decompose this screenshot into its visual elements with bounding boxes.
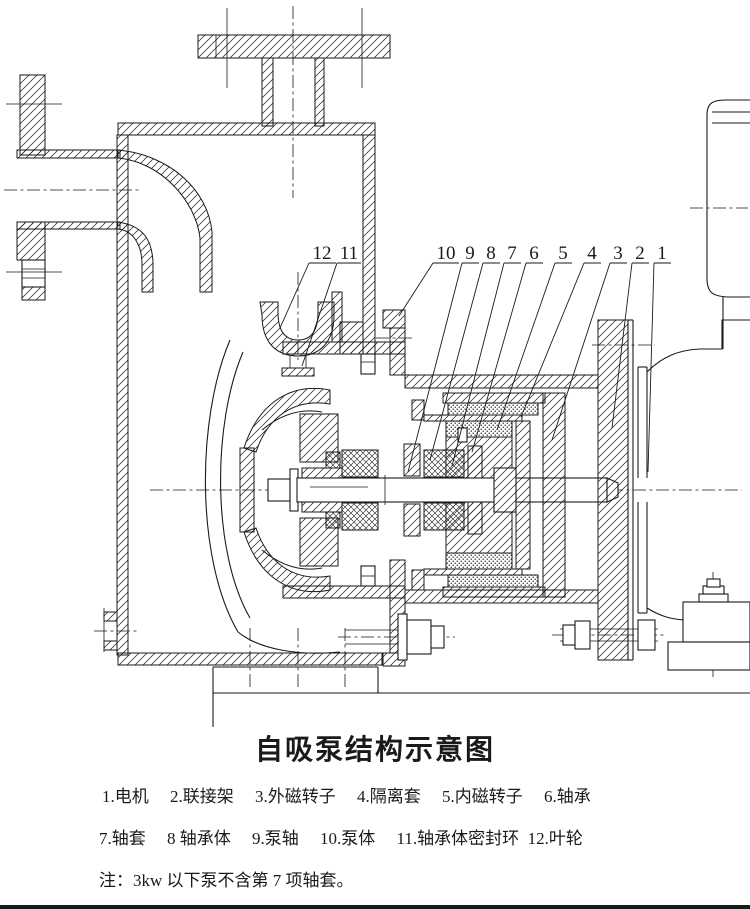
pump-body-top bbox=[382, 309, 406, 329]
svg-text:2: 2 bbox=[635, 243, 645, 264]
shaft-sleeve bbox=[301, 467, 343, 479]
callout-8: 8 bbox=[429, 243, 500, 461]
impeller-nut bbox=[267, 478, 291, 502]
callout-2: 2 bbox=[611, 243, 649, 429]
isolation-sleeve bbox=[423, 414, 523, 422]
magnetic-coupling bbox=[411, 392, 566, 598]
svg-text:3: 3 bbox=[613, 243, 623, 264]
legend-line-1: 1.电机 2.联接架 3.外磁转子 4.隔离套 5.内磁转子 6.轴承 bbox=[102, 787, 591, 806]
bearing bbox=[341, 449, 379, 478]
callout-9: 9 bbox=[407, 243, 479, 473]
stand bbox=[212, 666, 750, 727]
body-and-frame bbox=[282, 309, 658, 667]
callout-12: 12 bbox=[279, 243, 336, 329]
callouts: 12 11 10 9 8 7 6 bbox=[279, 243, 671, 473]
foot-bolt bbox=[698, 593, 729, 603]
impeller-eye-ring bbox=[239, 447, 255, 533]
svg-text:11: 11 bbox=[340, 243, 358, 264]
seal-ring bbox=[325, 451, 341, 469]
page-bottom-border bbox=[0, 905, 750, 909]
svg-text:5: 5 bbox=[558, 243, 568, 264]
motor-bell bbox=[646, 319, 750, 373]
frame-top-band bbox=[404, 374, 599, 389]
svg-text:6: 6 bbox=[529, 243, 539, 264]
callout-1: 1 bbox=[647, 243, 671, 473]
outer-rotor-rim bbox=[442, 392, 546, 404]
outlet-flange bbox=[197, 8, 391, 127]
svg-text:10: 10 bbox=[437, 243, 456, 264]
svg-text:12: 12 bbox=[313, 243, 332, 264]
legend-note: 注：3kw 以下泵不含第 7 项轴套。 bbox=[99, 871, 354, 890]
svg-text:4: 4 bbox=[587, 243, 597, 264]
callout-5: 5 bbox=[496, 243, 572, 431]
outer-rotor-wall bbox=[542, 392, 566, 598]
svg-text:7: 7 bbox=[507, 243, 517, 264]
pump-casing bbox=[103, 122, 383, 666]
callout-10: 10 bbox=[398, 243, 459, 317]
suction-flange bbox=[6, 74, 121, 301]
legend-line-2: 7.轴套 8 轴承体 9.泵轴 10.泵体 11.轴承体密封环 12.叶轮 bbox=[99, 829, 583, 848]
bearing-housing-lip bbox=[403, 443, 421, 477]
callout-11: 11 bbox=[301, 243, 361, 367]
frame-flange bbox=[597, 319, 629, 661]
svg-text:8: 8 bbox=[486, 243, 496, 264]
callout-4: 4 bbox=[520, 243, 601, 418]
motor bbox=[637, 99, 750, 671]
interior-passages bbox=[116, 149, 341, 654]
figure-title: 自吸泵结构示意图 bbox=[254, 735, 495, 766]
callout-6: 6 bbox=[471, 243, 543, 453]
callout-3: 3 bbox=[551, 243, 627, 441]
impeller-front-shroud bbox=[243, 387, 331, 453]
motor-foot bbox=[682, 601, 750, 643]
svg-text:9: 9 bbox=[465, 243, 475, 264]
shaft-end-cap bbox=[493, 467, 517, 513]
callout-7: 7 bbox=[451, 243, 521, 467]
svg-text:1: 1 bbox=[657, 243, 667, 264]
